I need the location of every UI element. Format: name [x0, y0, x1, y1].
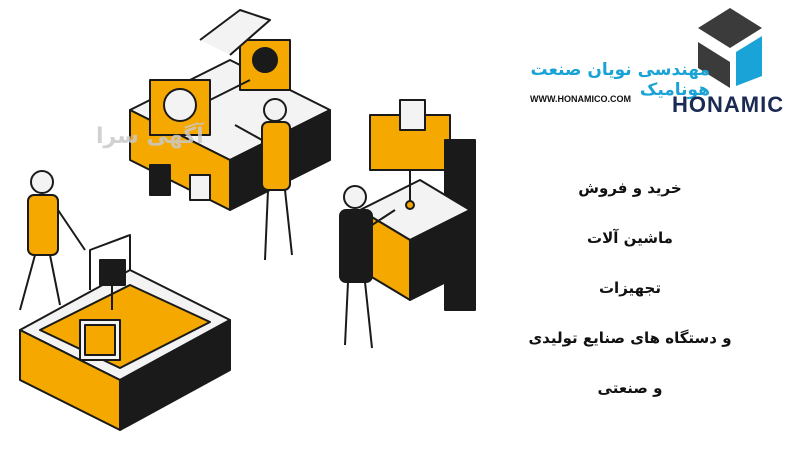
company-name: مهندسی نویان صنعت هونامیک [530, 60, 710, 100]
service-item: و صنعتی [597, 379, 663, 397]
brand-logo-text: HONAMIC [672, 92, 785, 117]
service-item: و دستگاه های صنایع تولیدی [528, 329, 732, 347]
worker-middle [234, 98, 293, 261]
worker-left [19, 170, 86, 311]
service-item: خرید و فروش [578, 179, 682, 197]
lathe-machine [129, 9, 331, 211]
drill-press [359, 99, 476, 311]
service-item: ماشین آلات [587, 229, 673, 247]
watermark-text: آگهی سرا [96, 124, 204, 149]
honamic-logo-icon [698, 8, 762, 88]
cnc-machine [19, 234, 231, 431]
services-list: خرید و فروش ماشین آلات تجهیزات و دستگاه … [520, 170, 740, 420]
website-link[interactable]: WWW.HONAMICO.COM [530, 94, 631, 104]
service-item: تجهیزات [598, 279, 661, 297]
worker-right [339, 185, 396, 349]
